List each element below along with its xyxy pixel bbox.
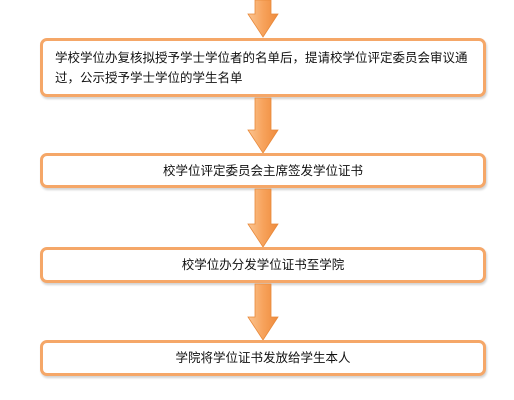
flow-step-2-text: 校学位评定委员会主席签发学位证书 — [162, 162, 363, 178]
arrow-down-icon — [247, 0, 279, 38]
flow-step-3: 校学位办分发学位证书至学院 — [40, 247, 486, 283]
arrow-down-icon — [247, 283, 279, 341]
flow-step-4: 学院将学位证书发放给学生本人 — [40, 340, 486, 376]
flow-step-1-text: 学校学位办复核拟授予学士学位者的名单后，提请校学位评定委员会审议通过，公示授予学… — [55, 50, 468, 85]
flow-step-4-text: 学院将学位证书发放给学生本人 — [175, 350, 351, 365]
flow-step-2: 校学位评定委员会主席签发学位证书 — [40, 153, 486, 188]
arrow-down-icon — [247, 97, 279, 154]
flow-step-3-text: 校学位办分发学位证书至学院 — [181, 257, 345, 272]
arrow-down-icon — [247, 188, 279, 248]
flow-step-1: 学校学位办复核拟授予学士学位者的名单后，提请校学位评定委员会审议通过，公示授予学… — [40, 38, 486, 97]
